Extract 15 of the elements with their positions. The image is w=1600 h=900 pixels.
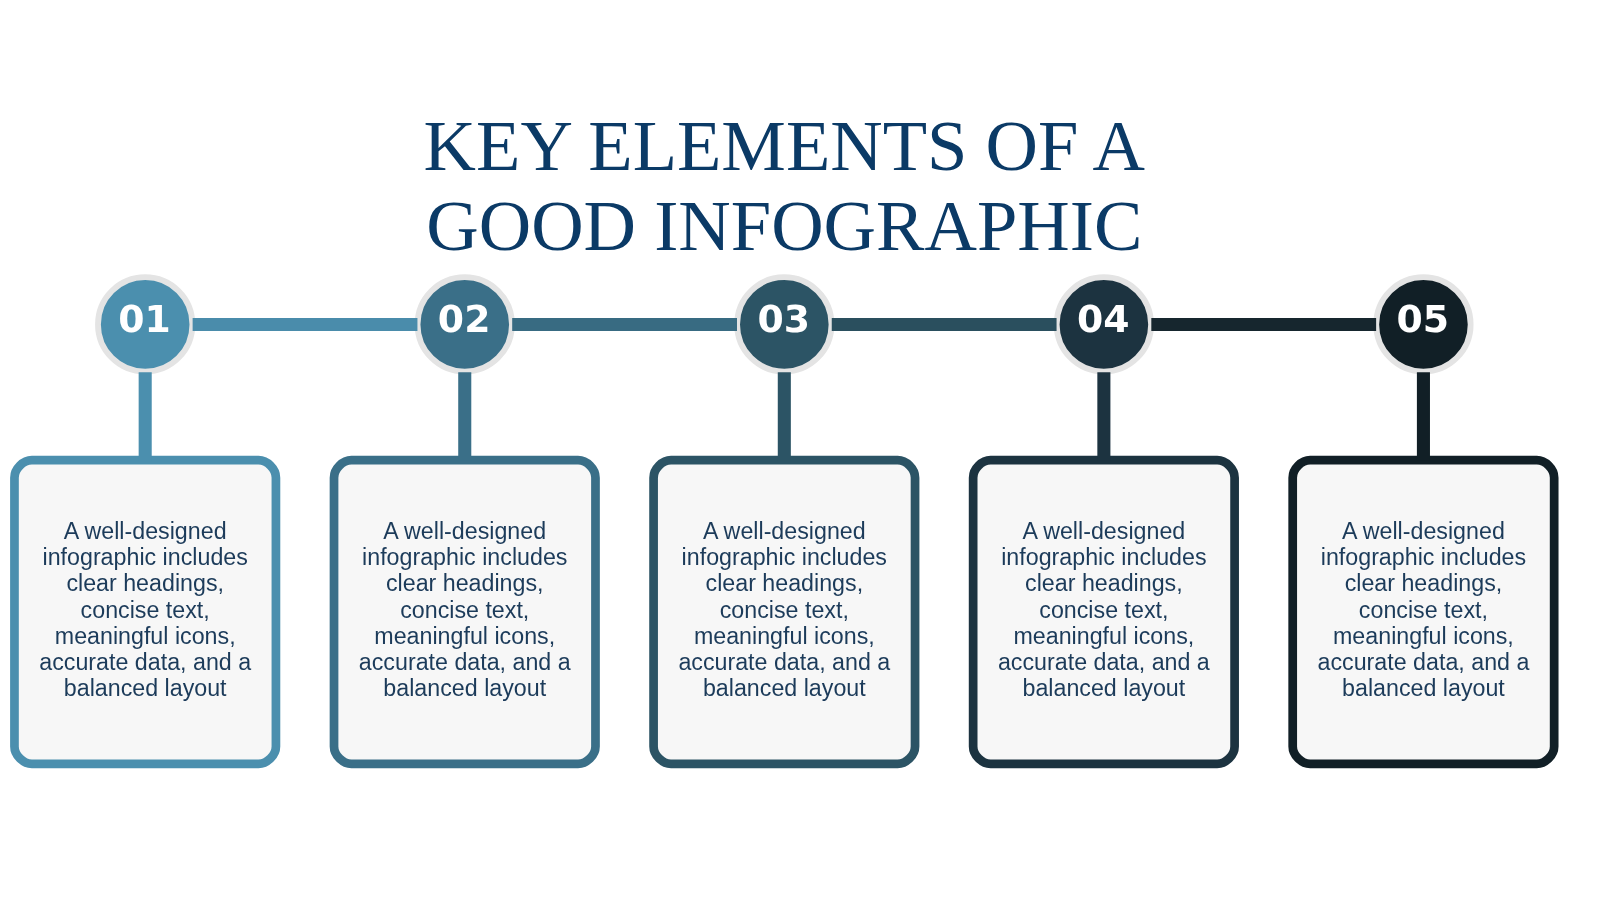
node-circle: 05 [1373, 273, 1474, 375]
diagram-title: KEY ELEMENTS OF A GOOD INFOGRAPHIC [423, 104, 1146, 266]
node-box: A well-designed infographic includes clear headings, concise text, meaningful icons, accurate data, and a balanced layout [10, 455, 281, 768]
connector [831, 317, 1057, 331]
node-circle: 02 [414, 273, 515, 375]
connector [512, 317, 737, 331]
node-circle: 03 [734, 273, 835, 375]
node-circle: 04 [1053, 273, 1154, 375]
node-box: A well-designed infographic includes clear headings, concise text, meaningful icons, accurate data, and a balanced layout [649, 455, 920, 768]
node-box: A well-designed infographic includes clear headings, concise text, meaningful icons, accurate data, and a balanced layout [1288, 455, 1559, 768]
node-box: A well-designed infographic includes clear headings, concise text, meaningful icons, accurate data, and a balanced layout [968, 455, 1239, 768]
connector [192, 317, 418, 331]
node-box: A well-designed infographic includes clear headings, concise text, meaningful icons, accurate data, and a balanced layout [329, 455, 600, 768]
connector [1151, 317, 1377, 331]
node-circle: 01 [95, 273, 196, 375]
